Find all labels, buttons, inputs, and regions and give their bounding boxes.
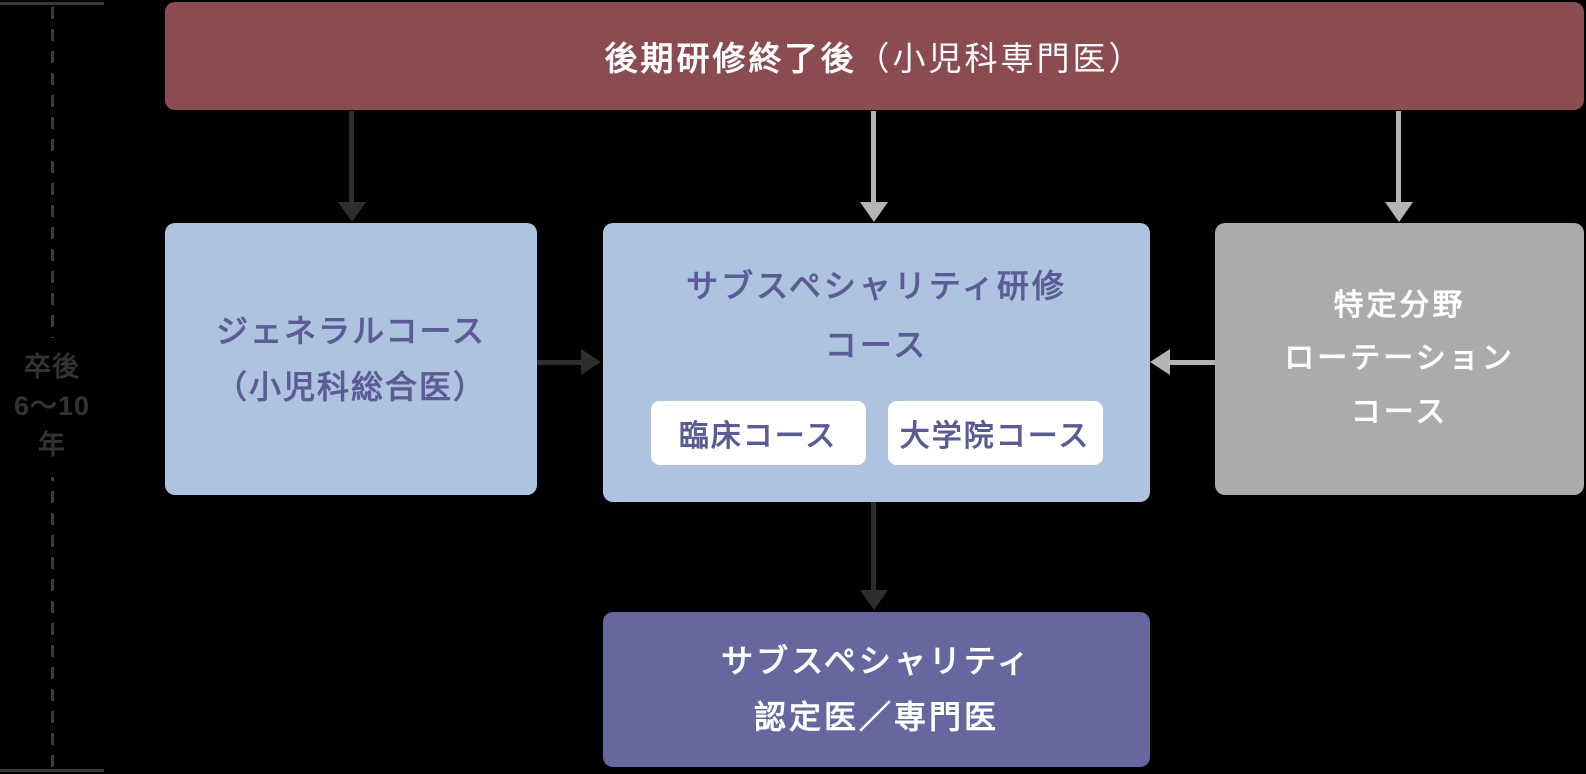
- certification-line1: サブスペシャリティ: [721, 643, 1032, 680]
- arrow-down-icon: [860, 590, 888, 610]
- timeline-label: 卒後 6〜10年: [0, 338, 104, 478]
- arrow-down-icon: [338, 202, 366, 222]
- general-course-line2: （小児科総合医）: [214, 369, 487, 405]
- rotation-course-line2: ローテーション: [1284, 342, 1515, 376]
- box-subspecialty-certification: サブスペシャリティ 認定医／専門医: [603, 612, 1150, 767]
- certification-line2: 認定医／専門医: [753, 698, 999, 735]
- arrow-right-icon: [581, 349, 601, 375]
- box-general-course: ジェネラルコース （小児科総合医）: [165, 223, 537, 495]
- sub-course-row: 臨床コース 大学院コース: [650, 401, 1103, 466]
- box-specific-field-rotation-course: 特定分野 ローテーション コース: [1215, 223, 1584, 495]
- timeline-top-tick: [0, 2, 104, 5]
- header-bar-post-residency: 後期研修終了後（小児科専門医）: [165, 2, 1584, 110]
- header-title: 後期研修終了後: [604, 40, 857, 77]
- subspecialty-title-line1: サブスペシャリティ研修: [686, 268, 1067, 304]
- box-subspecialty-training-course: サブスペシャリティ研修 コース 臨床コース 大学院コース: [603, 223, 1150, 502]
- sub-chip-clinical-course: 臨床コース: [650, 401, 866, 466]
- timeline-bottom-tick: [0, 769, 104, 772]
- header-title-note: （小児科専門医）: [856, 40, 1145, 77]
- sub-chip-graduate-school-course: 大学院コース: [887, 401, 1103, 466]
- arrow-left-icon: [1150, 349, 1170, 375]
- general-course-line1: ジェネラルコース: [216, 313, 486, 349]
- arrow-down-icon: [860, 202, 888, 222]
- rotation-course-line3: コース: [1350, 395, 1449, 429]
- rotation-course-line1: 特定分野: [1333, 288, 1466, 322]
- arrow-down-icon: [1385, 202, 1413, 222]
- subspecialty-title-line2: コース: [824, 327, 929, 364]
- timeline-label-line1: 卒後: [24, 352, 80, 382]
- timeline-label-line2: 6〜10年: [13, 391, 91, 461]
